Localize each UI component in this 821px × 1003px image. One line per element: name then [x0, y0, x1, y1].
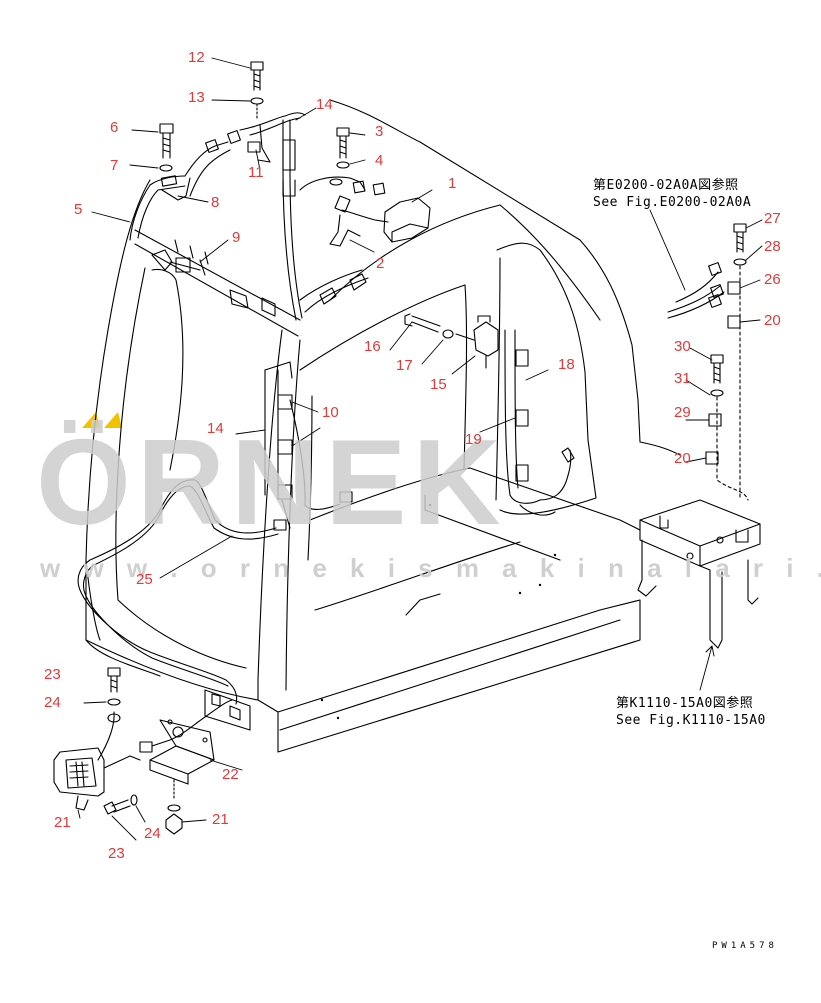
- drawing-code: PW1A578: [712, 941, 778, 951]
- callout-22: 22: [222, 766, 239, 783]
- roof-lamp-assembly: [299, 176, 431, 247]
- right-harness-26: [667, 262, 741, 329]
- callout-1: 1: [448, 175, 457, 192]
- bolt-27: [733, 223, 747, 501]
- work-lamp-21: [53, 699, 233, 811]
- bolt-3: [336, 127, 350, 169]
- lamp-bracket-22: [149, 719, 215, 785]
- pillar-harness-run: [239, 112, 369, 321]
- callout-10: 10: [322, 404, 339, 421]
- callout-15: 15: [430, 376, 447, 393]
- callout-2: 2: [376, 255, 385, 272]
- reference-e0200-en: See Fig.E0200-02A0A: [593, 195, 752, 210]
- callout-21-lamp: 21: [54, 814, 71, 831]
- callout-31: 31: [674, 370, 691, 387]
- floor-harness-25: [77, 479, 279, 705]
- cab-base-holes: [320, 503, 557, 720]
- bolt-6: [159, 123, 174, 172]
- watermark-accent-left: [82, 412, 100, 428]
- callout-21-nut: 21: [212, 811, 229, 828]
- callout-7: 7: [110, 157, 119, 174]
- reference-k1110-jp: 第K1110-15A0図参照: [616, 696, 754, 711]
- callout-5: 5: [74, 201, 83, 218]
- callout-24-upper: 24: [44, 694, 61, 711]
- callout-16: 16: [364, 338, 381, 355]
- callout-28: 28: [764, 238, 781, 255]
- callout-19: 19: [465, 431, 482, 448]
- callout-24-lower: 24: [144, 825, 161, 842]
- rear-harness-18: [504, 329, 575, 516]
- side-harness-clips: [264, 361, 353, 531]
- bracket-15-assembly: [404, 313, 499, 369]
- callout-30: 30: [674, 338, 691, 355]
- bolt-23-upper: [107, 667, 121, 723]
- callout-11: 11: [248, 164, 264, 181]
- cab-body-outline: [85, 99, 681, 753]
- callout-23-upper: 23: [44, 666, 61, 683]
- watermark-accent-right: [104, 412, 122, 428]
- callout-14-lower: 14: [207, 420, 224, 437]
- callout-25: 25: [136, 571, 153, 588]
- reference-e0200-jp: 第E0200-02A0A図参照: [593, 178, 739, 193]
- bolt-23-lower: [103, 779, 183, 835]
- callout-29: 29: [674, 404, 691, 421]
- callout-8: 8: [211, 194, 220, 211]
- leader-lines: [77, 57, 763, 841]
- callout-14-upper: 14: [316, 96, 333, 113]
- callout-20-upper: 20: [764, 312, 781, 329]
- callout-17: 17: [396, 357, 413, 374]
- bolt-12: [250, 61, 264, 119]
- callout-9: 9: [232, 229, 241, 246]
- callout-12: 12: [188, 49, 205, 66]
- callout-27: 27: [764, 210, 781, 227]
- side-mount-plate: [204, 689, 251, 731]
- callout-20-lower: 20: [674, 450, 691, 467]
- callout-13: 13: [188, 89, 205, 106]
- callout-18: 18: [558, 356, 575, 373]
- battery-bracket: [637, 499, 761, 649]
- front-harness-beam: [134, 229, 301, 337]
- left-pillar-harness: [129, 130, 241, 241]
- bolt-30: [705, 354, 749, 501]
- callout-6: 6: [110, 119, 119, 136]
- callout-23-lower: 23: [108, 845, 125, 862]
- callout-3: 3: [375, 123, 384, 140]
- callout-4: 4: [375, 152, 384, 169]
- reference-k1110-en: See Fig.K1110-15A0: [616, 713, 766, 728]
- callout-26: 26: [764, 271, 781, 288]
